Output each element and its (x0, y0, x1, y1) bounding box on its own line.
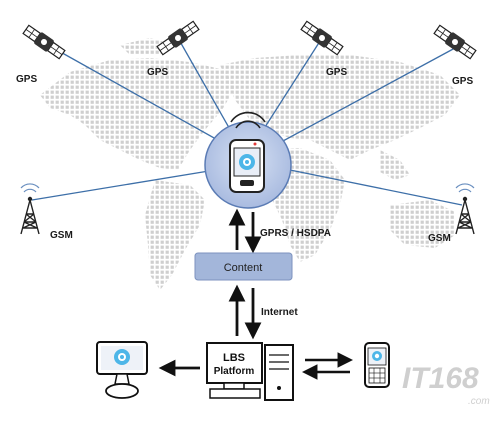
mobile-hub (204, 111, 292, 209)
mobile-phone-icon (364, 342, 390, 388)
gsm-label: GSM (50, 230, 73, 241)
gsm-label: GSM (428, 233, 451, 244)
gprs-hsdpa-label: GPRS / HSDPA (260, 228, 331, 239)
server-tower-icon (264, 344, 294, 401)
gps-label: GPS (452, 76, 473, 87)
desktop-computer-icon: LBS Platform (206, 342, 263, 399)
satellite-icon (432, 23, 478, 61)
monitor-icon (96, 341, 148, 399)
satellite-icon (21, 23, 67, 61)
platform-label: Platform (214, 366, 255, 377)
link-arrows-mobile (301, 352, 354, 380)
link-arrows-internet (228, 284, 262, 340)
gps-label: GPS (16, 74, 37, 85)
satellite-icon (155, 19, 201, 57)
watermark-suffix: .com (468, 396, 490, 407)
content-box: Content (194, 252, 293, 281)
mobile-phone-icon (229, 139, 265, 193)
signal-waves-icon (230, 111, 266, 129)
radio-links (31, 37, 463, 206)
gps-label: GPS (147, 67, 168, 78)
watermark: IT168 .com (402, 362, 490, 407)
content-label: Content (224, 262, 263, 274)
lbs-label: LBS (223, 352, 245, 364)
antenna-tower-icon (20, 183, 40, 235)
antenna-tower-icon (455, 183, 475, 235)
internet-label: Internet (261, 307, 298, 318)
watermark-text: IT168 (402, 362, 479, 395)
satellite-icon (299, 19, 345, 57)
link-arrows-gprs (228, 208, 262, 254)
gps-label: GPS (326, 67, 347, 78)
